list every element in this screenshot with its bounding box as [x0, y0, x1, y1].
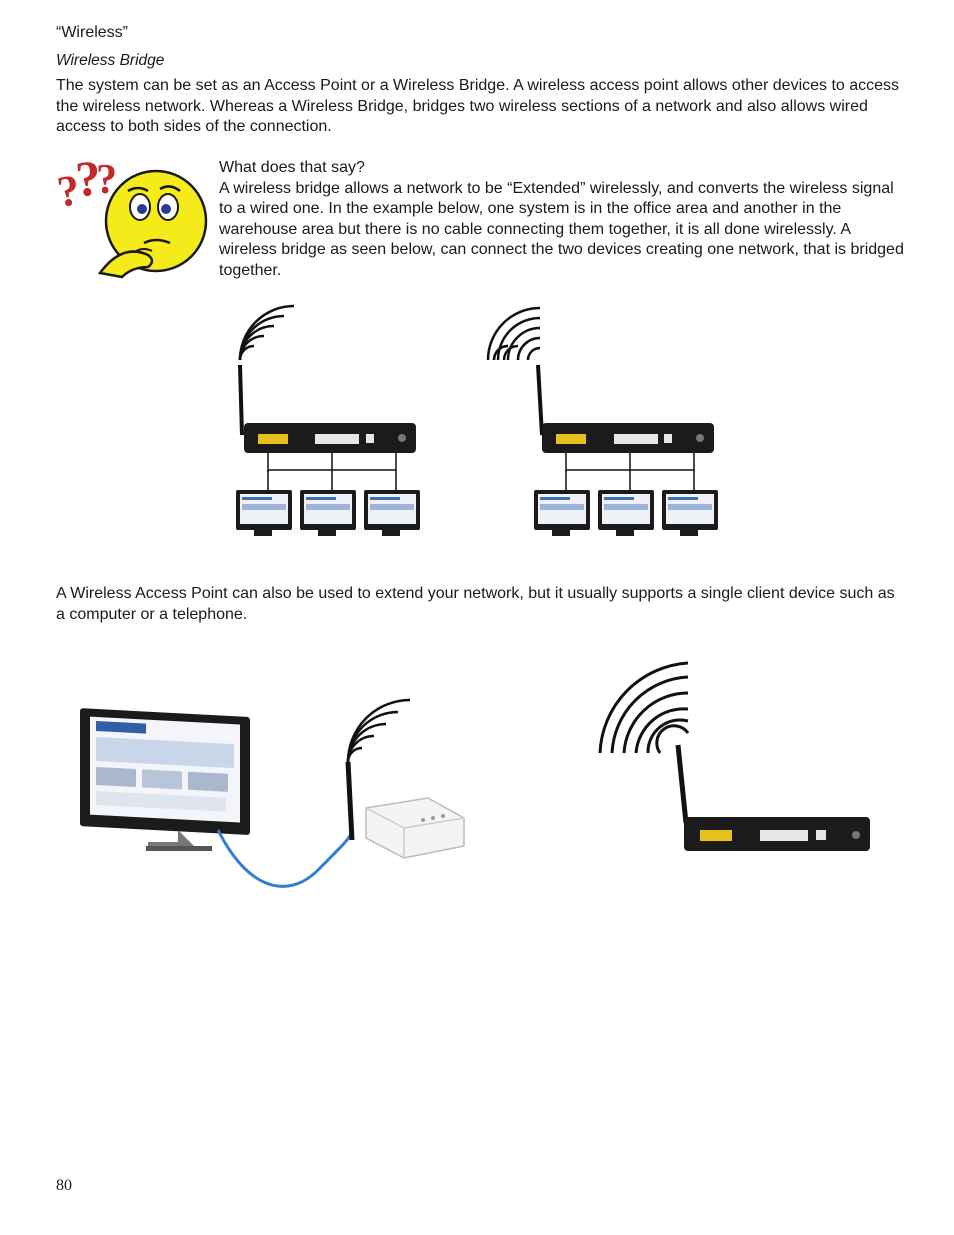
page-number: 80	[56, 1177, 72, 1194]
answer-text: A wireless bridge allows a network to be…	[219, 179, 904, 279]
access-point-paragraph: A Wireless Access Point can also be used…	[56, 585, 895, 623]
access-point-router-diagram	[598, 661, 870, 851]
access-point-diagram	[80, 698, 465, 888]
router	[542, 423, 714, 453]
monitor	[236, 490, 292, 536]
router	[244, 423, 416, 453]
question-text: What does that say?	[219, 159, 365, 176]
subsection-title: Wireless Bridge	[56, 52, 165, 69]
bridge-network-left	[236, 304, 420, 536]
monitor	[364, 490, 420, 536]
svg-text:?: ?	[96, 157, 117, 203]
bridge-network-right	[486, 306, 718, 536]
intro-paragraph: The system can be set as an Access Point…	[56, 77, 900, 135]
monitor	[662, 490, 718, 536]
wifi-waves-icon	[238, 304, 295, 361]
access-point-device	[365, 797, 465, 859]
thinking-face-icon: ? ? ?	[54, 149, 208, 279]
wifi-waves-icon	[346, 698, 411, 763]
desktop-monitor	[80, 708, 250, 851]
monitor	[534, 490, 590, 536]
monitor	[300, 490, 356, 536]
svg-text:?: ?	[74, 149, 103, 207]
wifi-waves-icon	[598, 661, 690, 754]
router	[684, 817, 870, 851]
monitor	[598, 490, 654, 536]
section-title: “Wireless”	[56, 24, 128, 41]
question-box: What does that say? A wireless bridge al…	[219, 158, 909, 281]
